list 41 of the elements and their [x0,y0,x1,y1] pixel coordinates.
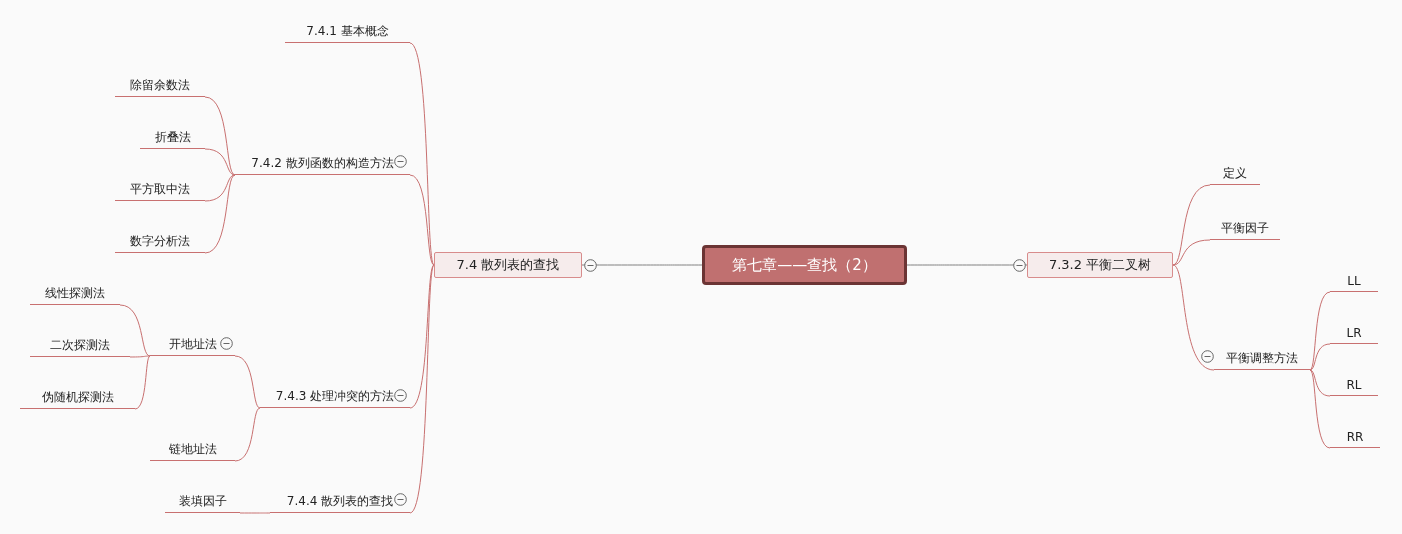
subtopic: 平衡因子 [1210,220,1280,240]
subtopic: 平衡调整方法 [1214,350,1310,370]
connector-line [1172,184,1211,266]
connector-line [1309,369,1331,449]
subtopic: RL [1330,376,1378,396]
subtopic: 线性探测法 [30,285,120,305]
connector-line [409,174,435,266]
subtopic: 链地址法 [150,441,235,461]
connector-line [134,355,151,410]
connector-line [1172,264,1215,371]
subtopic: 7.4.1 基本概念 [285,23,410,43]
subtopic: 二次探测法 [30,337,130,357]
connector-line [204,148,236,176]
connector-line [234,355,261,409]
connector-line [204,174,236,202]
subtopic: 数字分析法 [115,233,205,253]
subtopic: RR [1330,428,1380,448]
subtopic: 折叠法 [140,129,205,149]
connector-line [119,304,151,357]
connector-line [204,96,236,176]
subtopic: 定义 [1210,165,1260,185]
connector-line [1309,291,1331,371]
main-topic: 7.3.2 平衡二叉树 [1027,252,1173,278]
subtopic: LL [1330,272,1378,292]
connector-line [1172,239,1211,266]
subtopic: 除留余数法 [115,77,205,97]
main-topic: 7.4 散列表的查找 [434,252,582,278]
connector-line [1309,369,1331,397]
connector-line [906,264,1028,266]
connector-line [234,407,261,462]
subtopic: 平方取中法 [115,181,205,201]
central-topic: 第七章——查找（2） [702,245,907,285]
connector-line [1309,343,1331,371]
connector-line [129,355,151,358]
connector-line [204,174,236,254]
subtopic: LR [1330,324,1378,344]
connector-line [239,512,271,514]
connector-line [409,264,435,514]
subtopic: 伪随机探测法 [20,389,135,409]
connector-line [581,264,703,266]
subtopic: 装填因子 [165,493,240,513]
